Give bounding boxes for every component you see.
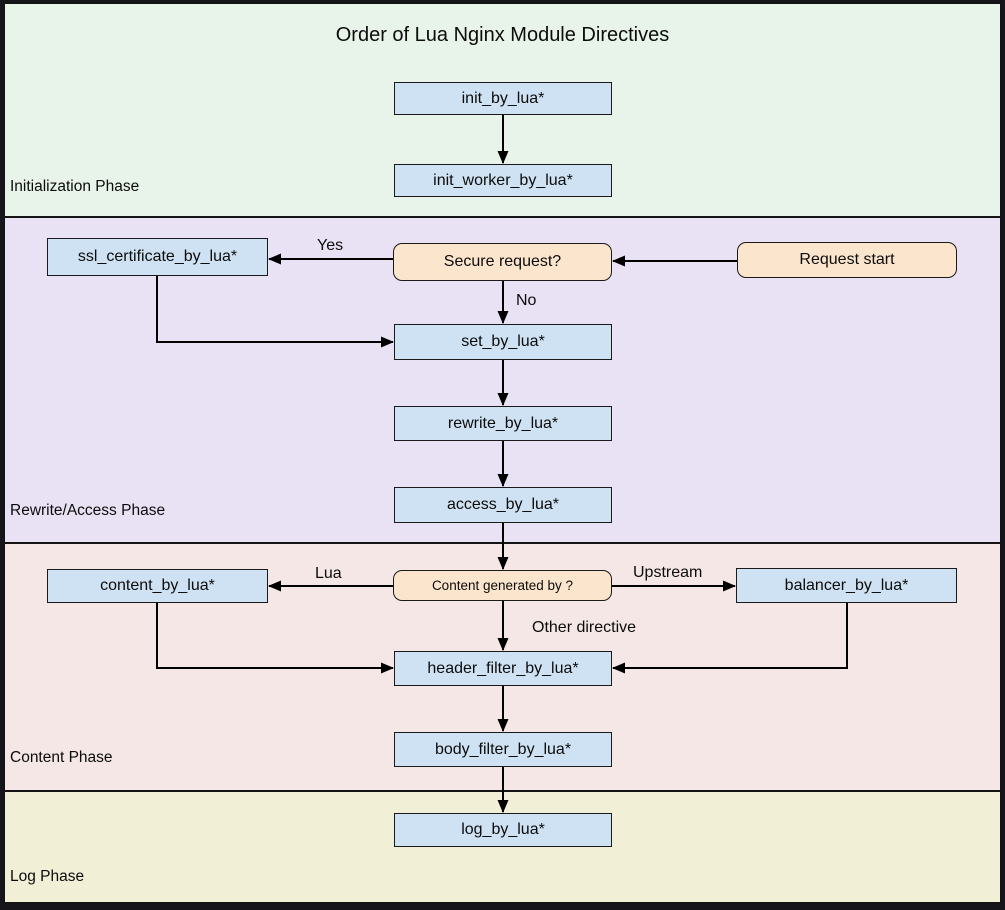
phase-bands	[3, 2, 1002, 904]
band-log-phase	[5, 790, 1000, 902]
band-rewrite-access-phase	[5, 216, 1000, 542]
band-content-phase	[5, 542, 1000, 790]
band-initialization-phase	[5, 4, 1000, 216]
